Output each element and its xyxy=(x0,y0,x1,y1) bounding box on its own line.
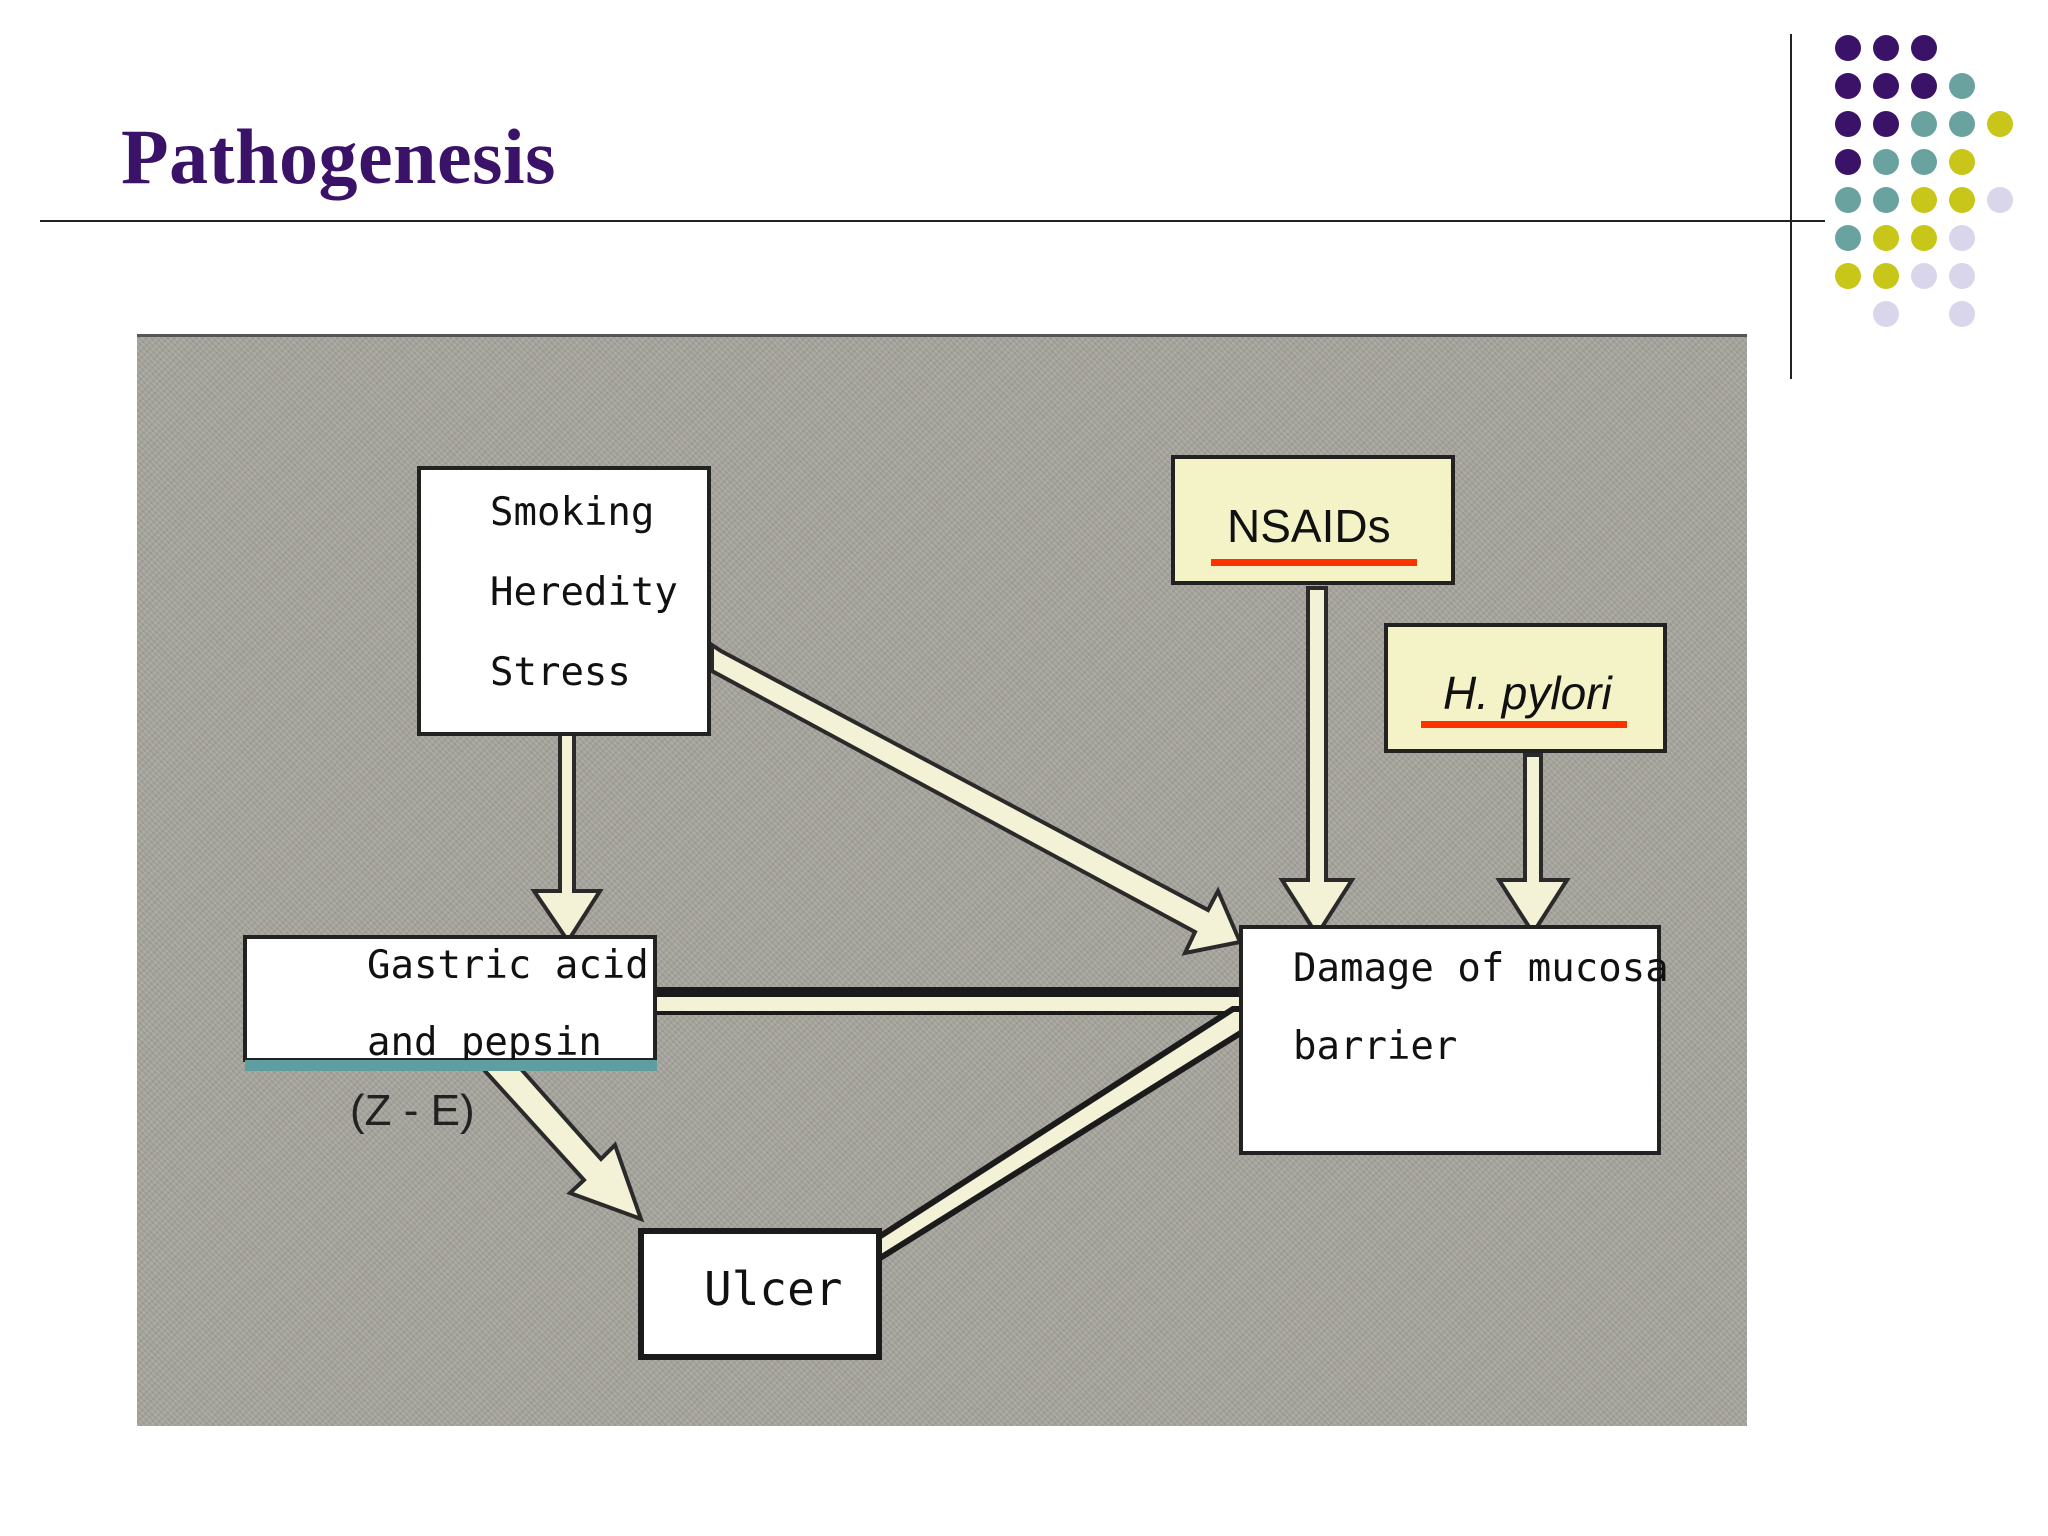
h-pylori-label: H. pylori xyxy=(1443,667,1613,719)
ulcer-box xyxy=(638,1228,882,1360)
decor-dot-teal xyxy=(1949,111,1975,137)
decor-dot-yellow xyxy=(1911,225,1937,251)
h-pylori-underline xyxy=(1421,721,1627,728)
nsaids-underline xyxy=(1211,559,1417,566)
decor-dot-purple xyxy=(1873,111,1899,137)
risk-factor-smoking: Smoking xyxy=(490,490,654,535)
risk-factor-stress: Stress xyxy=(490,650,631,695)
decor-dot-teal xyxy=(1835,225,1861,251)
decor-dot-teal xyxy=(1949,73,1975,99)
decor-dot-purple xyxy=(1873,35,1899,61)
decor-dot-teal xyxy=(1911,149,1937,175)
link-acid-mucosa-pale xyxy=(657,997,1247,1011)
diagram-canvas: Smoking Heredity Stress NSAIDs H. pylori… xyxy=(243,455,1669,1360)
vertical-divider xyxy=(1790,34,1792,379)
decor-dot-lavender xyxy=(1987,187,2013,213)
decor-dot-purple xyxy=(1835,35,1861,61)
decor-dot-teal xyxy=(1835,187,1861,213)
decor-dot-lavender xyxy=(1949,225,1975,251)
slide-title: Pathogenesis xyxy=(121,113,556,200)
decor-dot-purple xyxy=(1911,35,1937,61)
title-divider xyxy=(40,220,1825,222)
decor-dot-purple xyxy=(1911,73,1937,99)
decor-dot-yellow xyxy=(1911,187,1937,213)
gastric-acid-box xyxy=(243,935,657,1062)
decor-dot-yellow xyxy=(1835,263,1861,289)
decor-dot-purple xyxy=(1835,73,1861,99)
decor-dot-teal xyxy=(1911,111,1937,137)
arrow-nsaids-to-mucosa xyxy=(1278,586,1356,939)
gastric-acid-line-2: and pepsin xyxy=(367,1020,602,1065)
mucosa-damage-line-1: Damage of mucosa xyxy=(1293,946,1669,991)
ulcer-label: Ulcer xyxy=(704,1262,842,1316)
risk-factor-heredity: Heredity xyxy=(490,570,678,615)
decor-dot-lavender xyxy=(1911,263,1937,289)
decorative-dot-grid xyxy=(0,0,2048,400)
decor-dot-yellow xyxy=(1949,149,1975,175)
ze-note: (Z - E) xyxy=(350,1086,475,1135)
decor-dot-teal xyxy=(1873,149,1899,175)
arrow-hpylori-to-mucosa xyxy=(1495,753,1571,937)
decor-dot-yellow xyxy=(1873,263,1899,289)
arrow-acid-to-ulcer xyxy=(479,1048,645,1223)
decor-dot-yellow xyxy=(1873,225,1899,251)
decor-dot-yellow xyxy=(1949,187,1975,213)
link-mucosa-to-ulcer xyxy=(845,1006,1250,1269)
gastric-acid-teal-underline xyxy=(245,1060,657,1071)
h-pylori-box xyxy=(1384,623,1667,753)
risk-factors-box xyxy=(417,466,711,736)
nsaids-label: NSAIDs xyxy=(1227,500,1391,552)
arrow-risk-to-mucosa xyxy=(710,641,1243,956)
decor-dot-purple xyxy=(1873,73,1899,99)
decor-dot-lavender xyxy=(1949,263,1975,289)
mucosa-damage-line-2: barrier xyxy=(1293,1024,1457,1069)
gastric-acid-line-1: Gastric acid xyxy=(367,943,649,988)
decor-dot-yellow xyxy=(1987,111,2013,137)
mucosa-damage-box xyxy=(1239,925,1661,1155)
decor-dot-lavender xyxy=(1873,301,1899,327)
decor-dot-teal xyxy=(1873,187,1899,213)
pathogenesis-diagram: Smoking Heredity Stress NSAIDs H. pylori… xyxy=(137,334,1747,1426)
decor-dot-purple xyxy=(1835,149,1861,175)
decor-dot-lavender xyxy=(1949,301,1975,327)
decor-dot-purple xyxy=(1835,111,1861,137)
